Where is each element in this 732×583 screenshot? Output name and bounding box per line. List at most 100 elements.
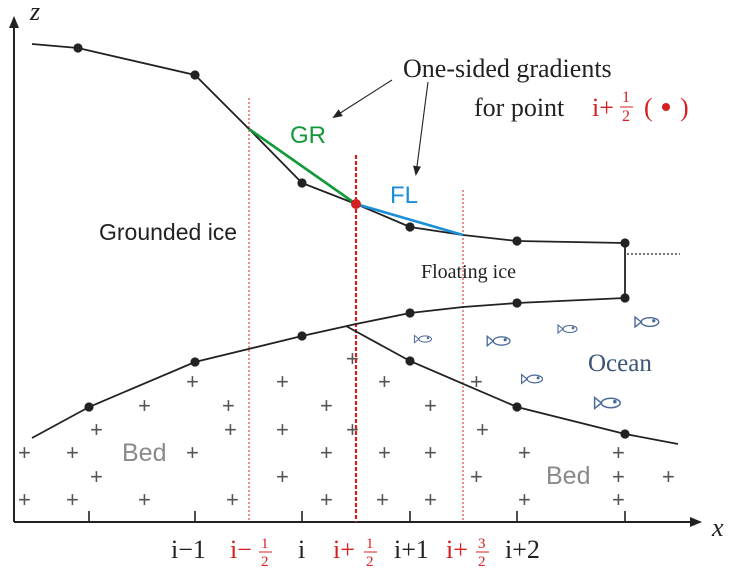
bed-plus-marker: + bbox=[424, 393, 437, 418]
arrow-to-fl bbox=[413, 81, 429, 176]
bed-plus-marker: + bbox=[424, 440, 437, 465]
point-label-text: i+ bbox=[592, 93, 614, 122]
x-axis-label: x bbox=[711, 513, 724, 542]
node-point bbox=[620, 429, 630, 439]
node-point bbox=[190, 70, 200, 80]
node-point bbox=[84, 402, 94, 412]
gradients-title: One-sided gradients bbox=[403, 54, 612, 83]
node-point bbox=[512, 236, 522, 246]
node-point bbox=[512, 402, 522, 412]
arrow-to-gr bbox=[332, 79, 393, 119]
bed-markers: + + + + + + + + + + + + + + + + + + + + … bbox=[18, 346, 675, 512]
node-point bbox=[297, 331, 307, 341]
tick-label-i-plus-half: i+ bbox=[333, 535, 355, 564]
bed-plus-marker: + bbox=[320, 440, 333, 465]
bed-plus-marker: + bbox=[276, 464, 289, 489]
tick-label-i-minus-half-den: 2 bbox=[261, 554, 269, 570]
gradients-subtitle: for point bbox=[474, 93, 565, 122]
bed-plus-marker: + bbox=[346, 417, 359, 442]
fish-icon bbox=[413, 334, 432, 344]
bed-plus-marker: + bbox=[662, 464, 675, 489]
tick-label-i-plus-half-den: 2 bbox=[366, 554, 374, 570]
fish-icon bbox=[486, 334, 511, 348]
bed-plus-marker: + bbox=[222, 393, 235, 418]
ice-surface-line bbox=[31, 43, 626, 244]
bed-plus-marker: + bbox=[346, 346, 359, 371]
tick-label-i-plus-3half-den: 2 bbox=[478, 554, 486, 570]
bed-plus-marker: + bbox=[90, 464, 103, 489]
tick-label-i-plus-3half-num: 3 bbox=[478, 536, 486, 552]
bed-plus-marker: + bbox=[224, 417, 237, 442]
fish-icon bbox=[593, 396, 621, 410]
bed-plus-marker: + bbox=[138, 393, 151, 418]
gr-label: GR bbox=[290, 122, 326, 149]
bed-plus-marker: + bbox=[320, 393, 333, 418]
node-point bbox=[297, 178, 307, 188]
paren-close: ) bbox=[680, 93, 689, 122]
bed-plus-marker: + bbox=[276, 369, 289, 394]
bed-plus-marker: + bbox=[470, 369, 483, 394]
node-point bbox=[190, 357, 200, 367]
bed-plus-marker: + bbox=[66, 440, 79, 465]
node-point bbox=[620, 238, 630, 248]
tick-label-i-plus-2: i+2 bbox=[505, 535, 540, 564]
bed-plus-marker: + bbox=[612, 464, 625, 489]
tick-label-i-plus-1: i+1 bbox=[394, 535, 429, 564]
bed-plus-marker: + bbox=[476, 417, 489, 442]
bed-plus-marker: + bbox=[378, 440, 391, 465]
grounded-ice-label: Grounded ice bbox=[99, 219, 237, 245]
tick-label-i-plus-half-num: 1 bbox=[366, 536, 374, 552]
bed-plus-marker: + bbox=[376, 487, 389, 512]
bed-plus-marker: + bbox=[518, 440, 531, 465]
red-point-legend bbox=[662, 103, 670, 111]
bed-plus-marker: + bbox=[378, 369, 391, 394]
node-point bbox=[73, 43, 83, 53]
node-point bbox=[405, 222, 415, 232]
bed-plus-marker: + bbox=[138, 487, 151, 512]
bed-plus-marker: + bbox=[320, 487, 333, 512]
node-point bbox=[405, 308, 415, 318]
bed-plus-marker: + bbox=[186, 369, 199, 394]
bed-plus-marker: + bbox=[90, 417, 103, 442]
tick-label-i-plus-3half: i+ bbox=[446, 535, 468, 564]
x-axis-ticks bbox=[88, 511, 626, 522]
bed-plus-marker: + bbox=[276, 417, 289, 442]
surface-nodes bbox=[73, 43, 630, 248]
bed-plus-marker: + bbox=[424, 487, 437, 512]
bedrock-nodes bbox=[405, 356, 630, 439]
bed-label-right: Bed bbox=[546, 462, 590, 490]
node-point bbox=[512, 298, 522, 308]
tick-label-i-minus-half: i− bbox=[230, 535, 252, 564]
bed-plus-marker: + bbox=[18, 487, 31, 512]
fl-label: FL bbox=[390, 182, 418, 209]
floating-ice-label: Floating ice bbox=[421, 261, 516, 283]
node-point bbox=[405, 356, 415, 366]
tick-label-i: i bbox=[298, 535, 305, 564]
fish-icon bbox=[634, 315, 660, 329]
ice-base-line bbox=[31, 297, 626, 439]
bed-label-left: Bed bbox=[122, 439, 166, 467]
x-tick-labels: i−1 i− 1 2 i i+ 1 2 i+1 i+ 3 2 i+2 bbox=[171, 535, 540, 570]
tick-label-i-minus-1: i−1 bbox=[171, 535, 206, 564]
fish-icon bbox=[520, 373, 544, 385]
gr-gradient-segment bbox=[248, 127, 357, 206]
red-midpoint bbox=[351, 199, 361, 209]
bed-plus-marker: + bbox=[226, 487, 239, 512]
bed-plus-marker: + bbox=[18, 440, 31, 465]
z-axis-label: z bbox=[29, 0, 40, 26]
bed-plus-marker: + bbox=[186, 440, 199, 465]
bed-plus-marker: + bbox=[66, 487, 79, 512]
bed-plus-marker: + bbox=[612, 487, 625, 512]
base-nodes bbox=[84, 293, 630, 412]
ocean-label: Ocean bbox=[588, 350, 652, 377]
fl-gradient-segment bbox=[355, 202, 464, 237]
point-label-frac-den: 2 bbox=[622, 108, 630, 125]
fish-icon bbox=[557, 323, 578, 335]
bed-plus-marker: + bbox=[470, 464, 483, 489]
paren-open: ( bbox=[644, 93, 653, 122]
bedrock-line bbox=[345, 325, 679, 445]
bed-plus-marker: + bbox=[612, 440, 625, 465]
bed-plus-marker: + bbox=[518, 487, 531, 512]
